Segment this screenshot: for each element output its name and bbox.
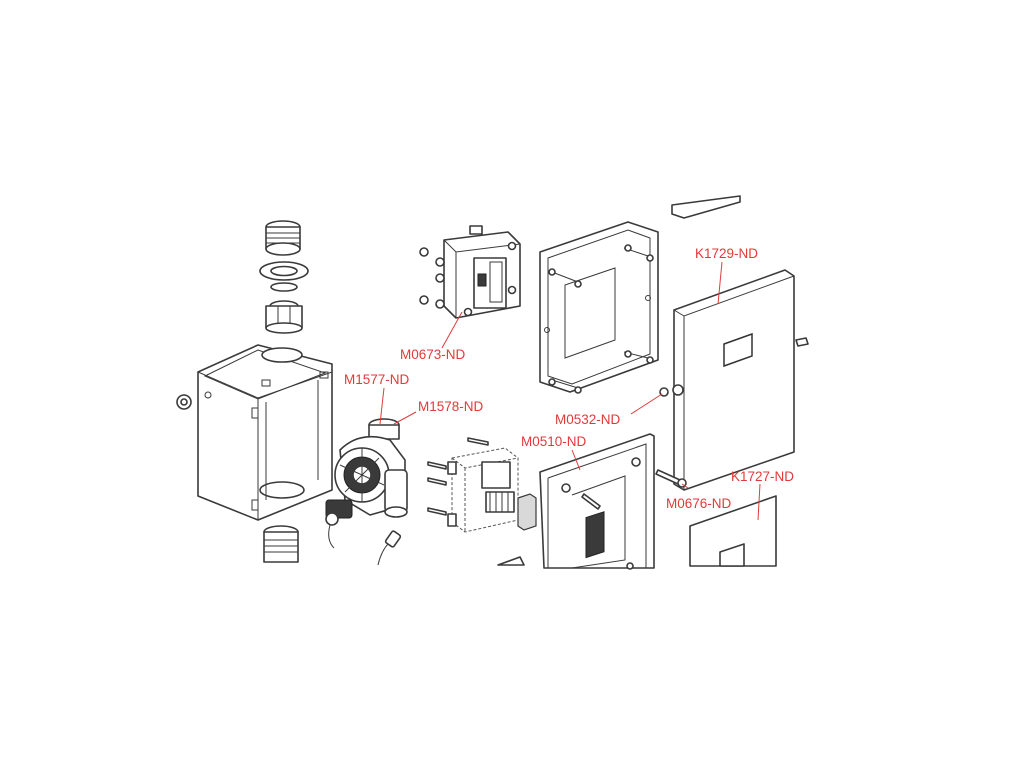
cover-plate — [659, 269, 809, 491]
pipe-fitting-bottom — [263, 525, 299, 563]
callout-m0673: M0673-ND — [400, 347, 466, 362]
callout-k1727: K1727-ND — [731, 469, 794, 484]
cable-connector — [377, 530, 402, 566]
mounting-frame — [539, 221, 659, 394]
inner-frame — [539, 433, 655, 570]
callout-m0676: M0676-ND — [666, 496, 732, 511]
callout-m0532: M0532-ND — [555, 412, 621, 427]
leader-lines — [379, 261, 761, 521]
control-module — [419, 225, 521, 319]
pipe-fitting-stack-top — [259, 220, 309, 334]
callout-m0510: M0510-ND — [521, 434, 587, 449]
top-panel-fragment — [671, 195, 741, 219]
callout-m1577: M1577-ND — [344, 372, 410, 387]
long-screw — [655, 469, 687, 488]
callout-labels: M0673-ND M1577-ND M1578-ND M0532-ND M051… — [344, 246, 794, 511]
mounting-box — [176, 344, 333, 521]
bottom-fragments — [497, 556, 525, 566]
power-supply-module — [427, 437, 537, 533]
solenoid-valve — [325, 418, 408, 549]
front-plate — [689, 495, 777, 567]
callout-m1578: M1578-ND — [418, 399, 484, 414]
callout-k1729: K1729-ND — [695, 246, 758, 261]
